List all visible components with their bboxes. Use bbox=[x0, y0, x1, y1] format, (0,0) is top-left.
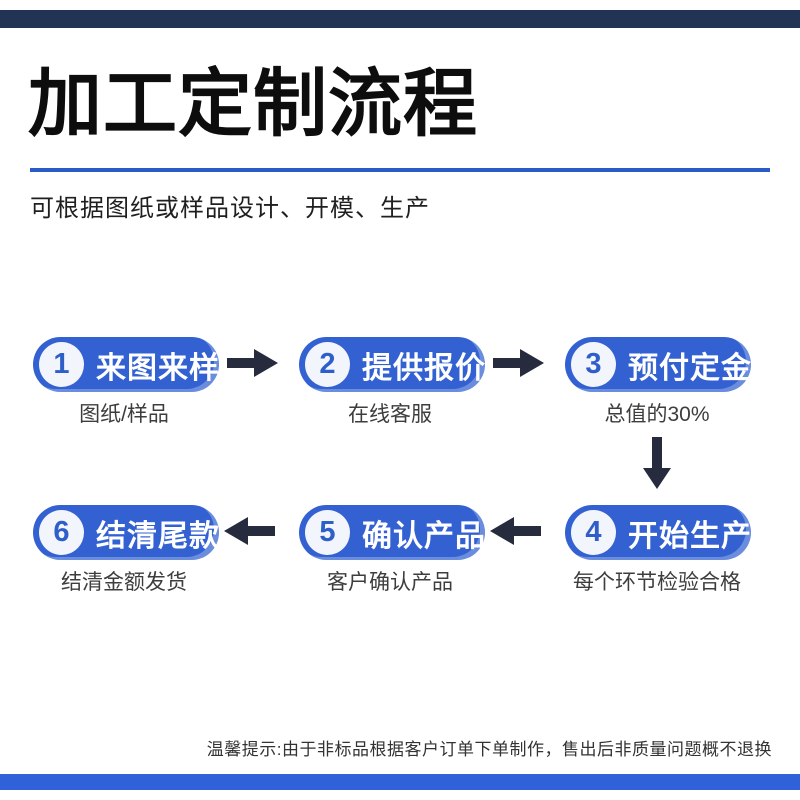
step-pill-1: 1 来图来样 bbox=[33, 337, 219, 392]
page-subtitle: 可根据图纸或样品设计、开模、生产 bbox=[30, 195, 430, 222]
step-number-badge-5: 5 bbox=[305, 510, 350, 555]
bottom-accent-bar bbox=[0, 774, 800, 790]
step-label-1: 来图来样 bbox=[96, 351, 220, 385]
step-pill-5: 5 确认产品 bbox=[299, 505, 485, 560]
arrow-head bbox=[643, 468, 671, 489]
step-number-badge-2: 2 bbox=[305, 342, 350, 387]
step-caption-1: 图纸/样品 bbox=[79, 403, 169, 426]
arrow-tail bbox=[652, 437, 662, 468]
step-caption-3: 总值的30% bbox=[604, 403, 710, 426]
footer-note: 温馨提示:由于非标品根据客户订单下单制作，售出后非质量问题概不退换 bbox=[206, 740, 772, 759]
step-label-5: 确认产品 bbox=[362, 519, 486, 553]
step-pill-3: 3 预付定金 bbox=[565, 337, 751, 392]
page-title: 加工定制流程 bbox=[28, 62, 478, 145]
title-divider-line bbox=[30, 168, 770, 172]
step-number-badge-6: 6 bbox=[39, 510, 84, 555]
arrow-tail bbox=[227, 358, 254, 368]
arrow-head bbox=[224, 517, 248, 545]
top-accent-bar bbox=[0, 10, 800, 28]
flow-arrow-right-icon-1 bbox=[227, 349, 278, 377]
flow-arrow-left-icon-2 bbox=[224, 517, 275, 545]
step-number-badge-3: 3 bbox=[571, 342, 616, 387]
step-label-2: 提供报价 bbox=[362, 351, 486, 385]
step-caption-6: 结清金额发货 bbox=[61, 571, 187, 594]
step-label-6: 结清尾款 bbox=[96, 519, 220, 553]
step-number-badge-1: 1 bbox=[39, 342, 84, 387]
step-number-badge-4: 4 bbox=[571, 510, 616, 555]
step-pill-6: 6 结清尾款 bbox=[33, 505, 219, 560]
step-label-4: 开始生产 bbox=[628, 519, 752, 553]
flow-arrow-left-icon-1 bbox=[490, 517, 541, 545]
arrow-tail bbox=[493, 358, 520, 368]
step-pill-4: 4 开始生产 bbox=[565, 505, 751, 560]
step-caption-4: 每个环节检验合格 bbox=[573, 571, 741, 594]
arrow-tail bbox=[514, 526, 541, 536]
arrow-head bbox=[520, 349, 544, 377]
flow-arrow-right-icon-2 bbox=[493, 349, 544, 377]
arrow-head bbox=[490, 517, 514, 545]
arrow-tail bbox=[248, 526, 275, 536]
step-caption-5: 客户确认产品 bbox=[327, 571, 453, 594]
flow-arrow-down-icon bbox=[643, 437, 671, 489]
step-pill-2: 2 提供报价 bbox=[299, 337, 485, 392]
step-label-3: 预付定金 bbox=[628, 351, 752, 385]
arrow-head bbox=[254, 349, 278, 377]
step-caption-2: 在线客服 bbox=[348, 403, 432, 426]
